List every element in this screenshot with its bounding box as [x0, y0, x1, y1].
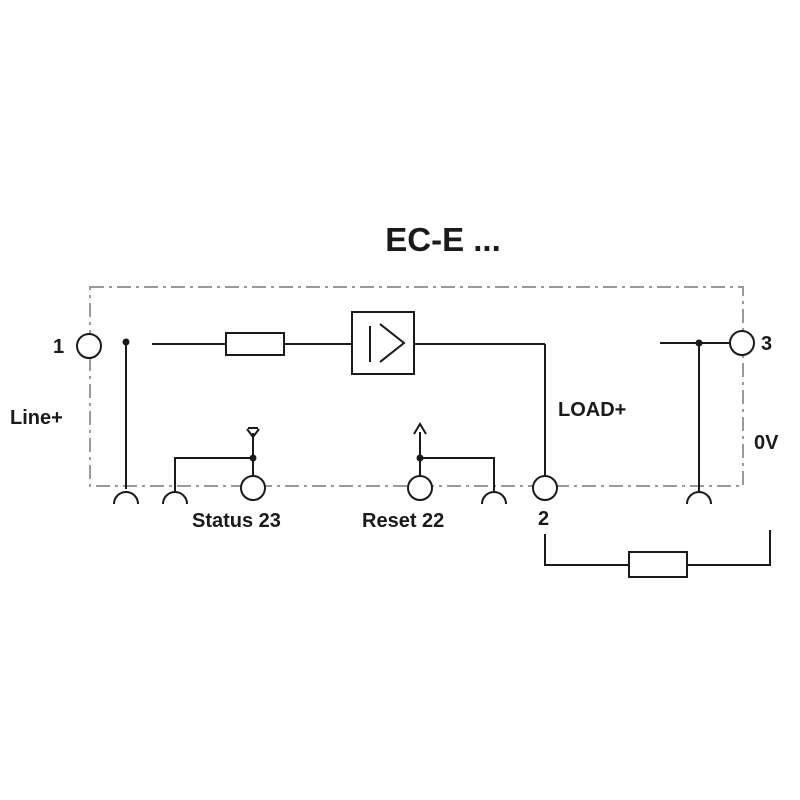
zero-v-label: 0V — [754, 432, 779, 454]
junction-zero-v — [695, 339, 703, 347]
terminal-3-label: 3 — [761, 333, 772, 355]
status-terminal — [240, 475, 266, 501]
load-plus-label: LOAD+ — [558, 399, 626, 421]
load-resistor-symbol — [628, 551, 688, 578]
terminal-3 — [729, 330, 755, 356]
junction-line-plus — [122, 338, 130, 346]
status-wire — [174, 457, 253, 492]
load-circuit-wire-left — [544, 534, 629, 566]
diagram-title: EC-E ... — [385, 221, 501, 258]
terminal-2-label: 2 — [538, 508, 549, 530]
line-plus-label: Line+ — [10, 407, 63, 429]
status-output-arrow-icon — [246, 428, 260, 439]
device-enclosure — [89, 286, 744, 487]
switch-chevron-icon — [379, 323, 406, 363]
terminal-1 — [76, 333, 102, 359]
zero-v-socket — [686, 491, 712, 505]
load-circuit-wire-right — [687, 530, 771, 566]
status-socket — [162, 491, 188, 505]
status-label: Status 23 — [192, 510, 281, 532]
reset-label: Reset 22 — [362, 510, 444, 532]
terminal-2 — [532, 475, 558, 501]
reset-terminal — [407, 475, 433, 501]
line-plus-socket — [113, 491, 139, 505]
terminal-1-label: 1 — [53, 336, 64, 358]
reset-socket — [481, 491, 507, 505]
junction-status — [249, 454, 257, 462]
reset-wire — [420, 457, 495, 492]
fuse-symbol — [225, 332, 285, 356]
reset-input-arrow-icon — [413, 422, 427, 435]
